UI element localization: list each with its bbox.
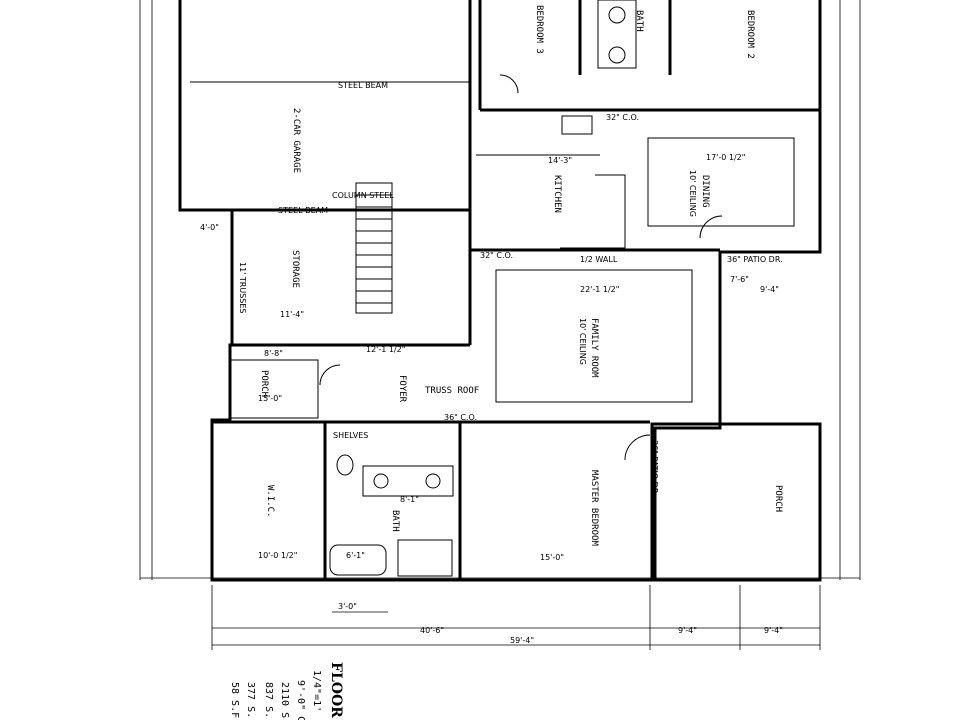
title-area-4: 58 S.F	[229, 682, 240, 718]
range-icon	[561, 115, 593, 135]
stair-treads	[356, 194, 392, 304]
sink-icon	[608, 6, 626, 24]
co-label-3: 36" C.O.	[444, 413, 477, 422]
patio-door-label-2: 36" PATIO DR.	[650, 440, 659, 496]
dining-ceiling-outline	[647, 137, 795, 227]
room-kitchen: KITCHEN	[552, 175, 562, 213]
title-ceiling: 9'-0" C	[295, 680, 306, 720]
toilet-icon	[336, 454, 354, 476]
kitchen-island	[560, 174, 626, 249]
dim-label: 17'-0 1/2"	[706, 153, 745, 162]
master-door-icon	[624, 434, 651, 461]
room-porch-left: PORCH	[259, 370, 269, 397]
bath-vanity	[597, 0, 637, 69]
dim-label: 22'-1 1/2"	[580, 285, 619, 294]
co-label-2: 32" C.O.	[480, 251, 513, 260]
dining-ceiling-label: 10' CEILING	[688, 170, 697, 217]
dim-label: 10'-0 1/2"	[258, 551, 297, 560]
dim-label: 15'-0"	[540, 553, 564, 562]
room-master: MASTER BEDROOM	[589, 470, 599, 546]
title-area-2: 837 S.	[263, 682, 274, 718]
bedroom3-door-icon	[499, 74, 519, 94]
dim-label: 12'-1 1/2"	[366, 345, 405, 354]
room-bath-top: BATH	[634, 10, 644, 32]
dim-label: 9'-4"	[764, 626, 783, 635]
room-bedroom3: BEDROOM 3	[534, 5, 544, 54]
dim-label: 40'-6"	[420, 626, 444, 635]
room-family: FAMILY ROOM	[589, 318, 599, 378]
title-floor: FLOOR	[328, 662, 344, 718]
master-vanity	[362, 465, 454, 497]
dim-label: 7'-6"	[730, 275, 749, 284]
dim-label: 3'-0"	[338, 602, 357, 611]
dim-label: 4'-0"	[200, 223, 219, 232]
dim-label: 8'-1"	[400, 495, 419, 504]
dim-label: 9'-4"	[678, 626, 697, 635]
co-label: 32" C.O.	[606, 113, 639, 122]
title-area-1: 2110 S	[279, 682, 290, 718]
room-garage: 2-CAR GARAGE	[291, 108, 301, 173]
title-scale: 1/4"=1'	[311, 670, 322, 712]
sink-icon-2	[608, 46, 626, 64]
room-foyer: FOYER	[397, 375, 407, 403]
steel-beam-label-2: STEEL BEAM	[278, 206, 328, 215]
family-ceiling-label: 10' CEILING	[578, 318, 587, 365]
shower	[397, 539, 453, 577]
room-storage: STORAGE	[290, 250, 300, 288]
exterior-wall	[178, 0, 822, 582]
trusses-label: 11' TRUSSES	[238, 262, 247, 314]
dim-label: 11'-4"	[280, 310, 304, 319]
room-porch-right: PORCH	[773, 485, 783, 512]
dim-label: 15'-0"	[258, 394, 282, 403]
room-bath-master: BATH	[390, 510, 400, 532]
dim-label: 9'-4"	[760, 285, 779, 294]
sink-icon-3	[373, 473, 389, 489]
porch-left-outline	[229, 359, 319, 419]
room-bedroom2: BEDROOM 2	[745, 10, 755, 59]
sink-icon-4	[425, 473, 441, 489]
shelves-label: SHELVES	[333, 431, 368, 440]
patio-door-icon	[699, 215, 723, 239]
half-wall-label: 1/2 WALL	[580, 255, 618, 264]
truss-roof-label: TRUSS ROOF	[425, 386, 479, 396]
stairs	[355, 182, 393, 314]
title-area-3: 377 S.	[245, 682, 256, 718]
column-steel-label: COLUMN STEEL	[332, 191, 394, 200]
dim-label: 59'-4"	[510, 636, 534, 645]
dim-label: 6'-1"	[346, 551, 365, 560]
front-door-icon	[319, 364, 341, 386]
room-dining: DINING	[700, 175, 710, 208]
steel-beam-label: STEEL BEAM	[338, 81, 388, 90]
dim-label: 14'-3"	[548, 156, 572, 165]
porch-right-outline	[650, 422, 822, 582]
family-ceiling-outline	[495, 269, 693, 403]
patio-door-label: 36" PATIO DR.	[727, 255, 783, 264]
bathtub-icon	[329, 544, 387, 576]
room-wic: W.I.C.	[265, 485, 275, 518]
dim-label: 8'-8"	[264, 349, 283, 358]
